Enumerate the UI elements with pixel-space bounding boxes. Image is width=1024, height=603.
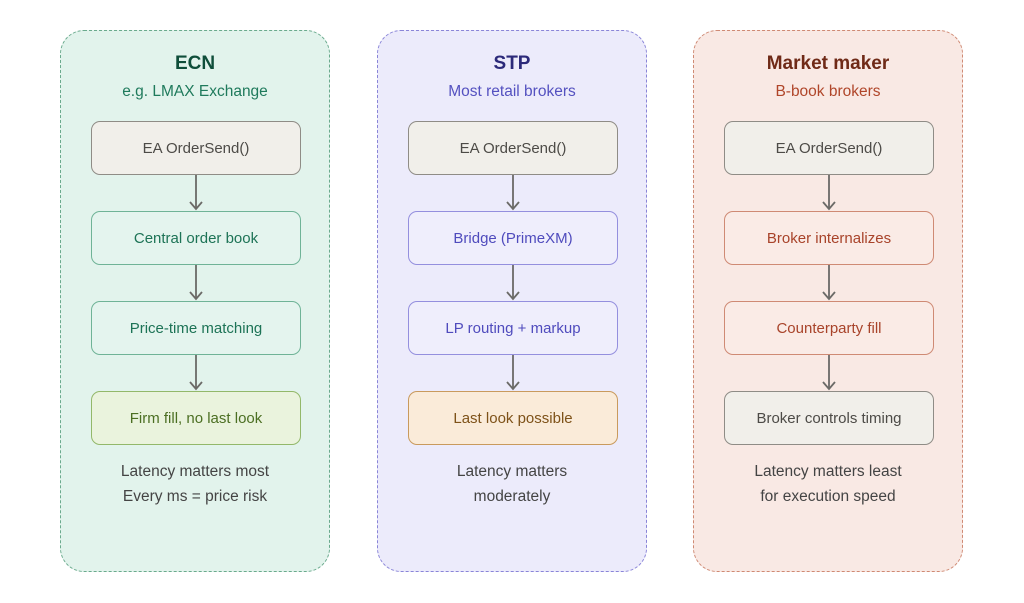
stp-step-ordersend: EA OrderSend() (408, 121, 618, 175)
ecn-panel: ECN e.g. LMAX Exchange EA OrderSend() Ce… (60, 30, 330, 572)
mm-step-broker-controls-timing: Broker controls timing (724, 391, 934, 445)
ecn-note: Latency matters most Every ms = price ri… (61, 459, 329, 509)
ecn-title: ECN (174, 53, 216, 74)
market-maker-note: Latency matters least for execution spee… (694, 459, 962, 509)
stp-subtitle: Most retail brokers (448, 83, 576, 100)
ecn-note-line-2: Every ms = price risk (122, 488, 268, 505)
stp-step-last-look: Last look possible (408, 391, 618, 445)
stp-note: Latency matters moderately (378, 459, 646, 509)
ecn-note-line-1: Latency matters most (120, 463, 270, 480)
stp-note-line-2: moderately (473, 488, 551, 505)
ecn-step-firm-fill: Firm fill, no last look (91, 391, 301, 445)
stp-title: STP (493, 53, 531, 74)
stp-note-line-1: Latency matters (456, 463, 568, 480)
stp-step-bridge: Bridge (PrimeXM) (408, 211, 618, 265)
mm-step-counterparty-fill: Counterparty fill (724, 301, 934, 355)
ecn-subtitle: e.g. LMAX Exchange (122, 83, 268, 100)
mm-step-ordersend: EA OrderSend() (724, 121, 934, 175)
market-maker-subtitle: B-book brokers (775, 83, 881, 100)
mm-step-internalizes: Broker internalizes (724, 211, 934, 265)
stp-step-lp-routing: LP routing + markup (408, 301, 618, 355)
mm-note-line-1: Latency matters least (754, 463, 902, 480)
ecn-step-price-time-matching: Price-time matching (91, 301, 301, 355)
mm-note-line-2: for execution speed (760, 488, 896, 505)
market-maker-panel: Market maker B-book brokers EA OrderSend… (693, 30, 963, 572)
stp-panel: STP Most retail brokers EA OrderSend() B… (377, 30, 647, 572)
market-maker-title: Market maker (766, 53, 890, 74)
ecn-step-central-order-book: Central order book (91, 211, 301, 265)
ecn-step-ordersend: EA OrderSend() (91, 121, 301, 175)
